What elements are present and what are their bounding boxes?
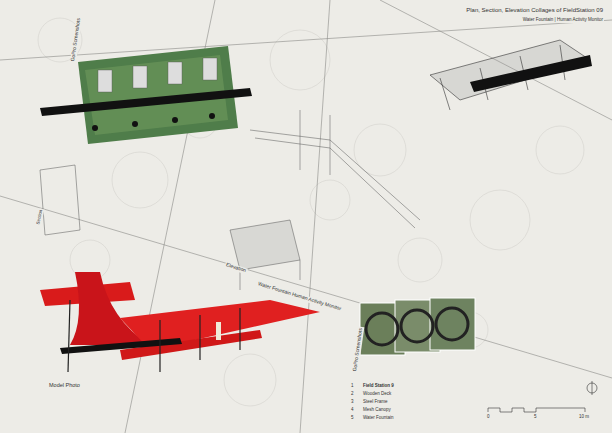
view-label: Section [36, 208, 44, 226]
legend-number: 3 [350, 400, 355, 405]
legend-text: Field Station 9 [362, 384, 395, 389]
scale-number: 10 m [578, 415, 590, 420]
image-label: GoPro Screenshots [70, 17, 82, 63]
legend-text: Water Fountain [362, 416, 395, 421]
legend-number: 1 [350, 384, 355, 389]
image-label: Model Photo [48, 382, 81, 388]
scale-number: 0 [486, 415, 491, 420]
legend-text: Wooden Deck [362, 392, 392, 397]
subtitle: Water Fountain | Human Activity Monitor [522, 18, 604, 23]
legend-text: Steel Frame [362, 400, 389, 405]
scale-number: 5 [533, 415, 538, 420]
board-title: Plan, Section, Elevation Collages of Fie… [465, 7, 604, 14]
legend-text: Mesh Canopy [362, 408, 392, 413]
legend-number: 5 [350, 416, 355, 421]
legend-number: 2 [350, 392, 355, 397]
legend-number: 4 [350, 408, 355, 413]
